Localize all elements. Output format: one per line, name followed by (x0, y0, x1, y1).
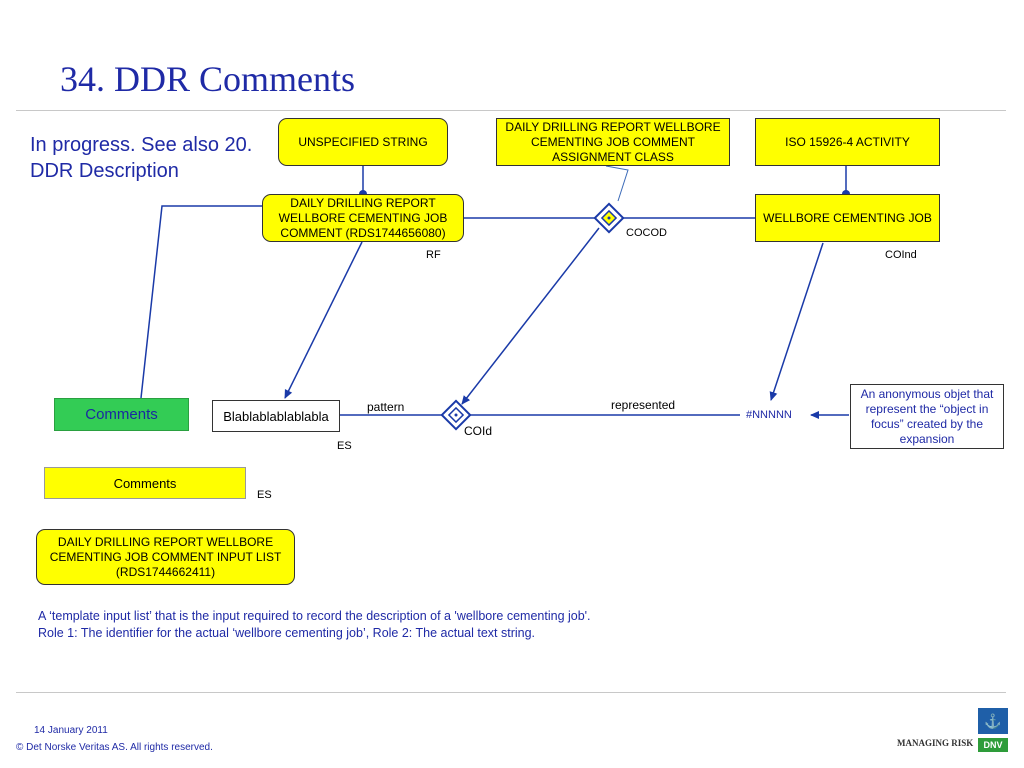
callout-pointer (605, 165, 629, 202)
arrow-coind (769, 242, 824, 401)
ship-icon: ⚓ (978, 708, 1008, 734)
cocod-diamond-icon (593, 202, 625, 234)
dnv-logo-text: DNV (978, 738, 1008, 752)
nnnnn-label: #NNNNN (746, 409, 792, 421)
pattern-label: pattern (367, 400, 405, 414)
rf-label: RF (426, 249, 441, 261)
template-note: A ‘template input list’ that is the inpu… (38, 609, 591, 640)
footer-divider (16, 692, 1006, 693)
assignment-class-box: DAILY DRILLING REPORT WELLBORE CEMENTING… (496, 118, 730, 166)
footer-date: 14 January 2011 (34, 725, 108, 736)
intro-text: In progress. See also 20. DDR Descriptio… (30, 134, 253, 182)
coind-label: COInd (885, 249, 917, 261)
es-label-2: ES (257, 489, 272, 501)
dnv-logo: ⚓ DNV (978, 708, 1008, 752)
anonymous-note-box: An anonymous objet that represent the “o… (850, 384, 1004, 449)
arrow-rf (284, 241, 363, 399)
comments-green-box: Comments (54, 398, 189, 431)
arrow-cocod-coid (461, 227, 600, 405)
managing-risk-tagline: MANAGING RISK (897, 738, 974, 748)
page-title: 34. DDR Comments (60, 59, 356, 99)
header-divider (16, 110, 1006, 111)
input-list-box: DAILY DRILLING REPORT WELLBORE CEMENTING… (36, 529, 295, 585)
represented-label: represented (611, 398, 676, 412)
es-label-1: ES (337, 440, 352, 452)
cocod-label: COCOD (626, 227, 667, 239)
ddr-comment-box: DAILY DRILLING REPORT WELLBORE CEMENTING… (262, 194, 464, 242)
coid-label: COId (464, 424, 493, 438)
comments-yellow-box: Comments (44, 467, 246, 499)
unspecified-string-box: UNSPECIFIED STRING (278, 118, 448, 166)
wellbore-cementing-job-box: WELLBORE CEMENTING JOB (755, 194, 940, 242)
footer-copyright: © Det Norske Veritas AS. All rights rese… (16, 742, 213, 753)
coid-diamond-icon (440, 399, 472, 431)
iso-activity-box: ISO 15926-4 ACTIVITY (755, 118, 940, 166)
blabla-box: Blablablablablabla (212, 400, 340, 432)
link-comment-green (140, 205, 262, 399)
